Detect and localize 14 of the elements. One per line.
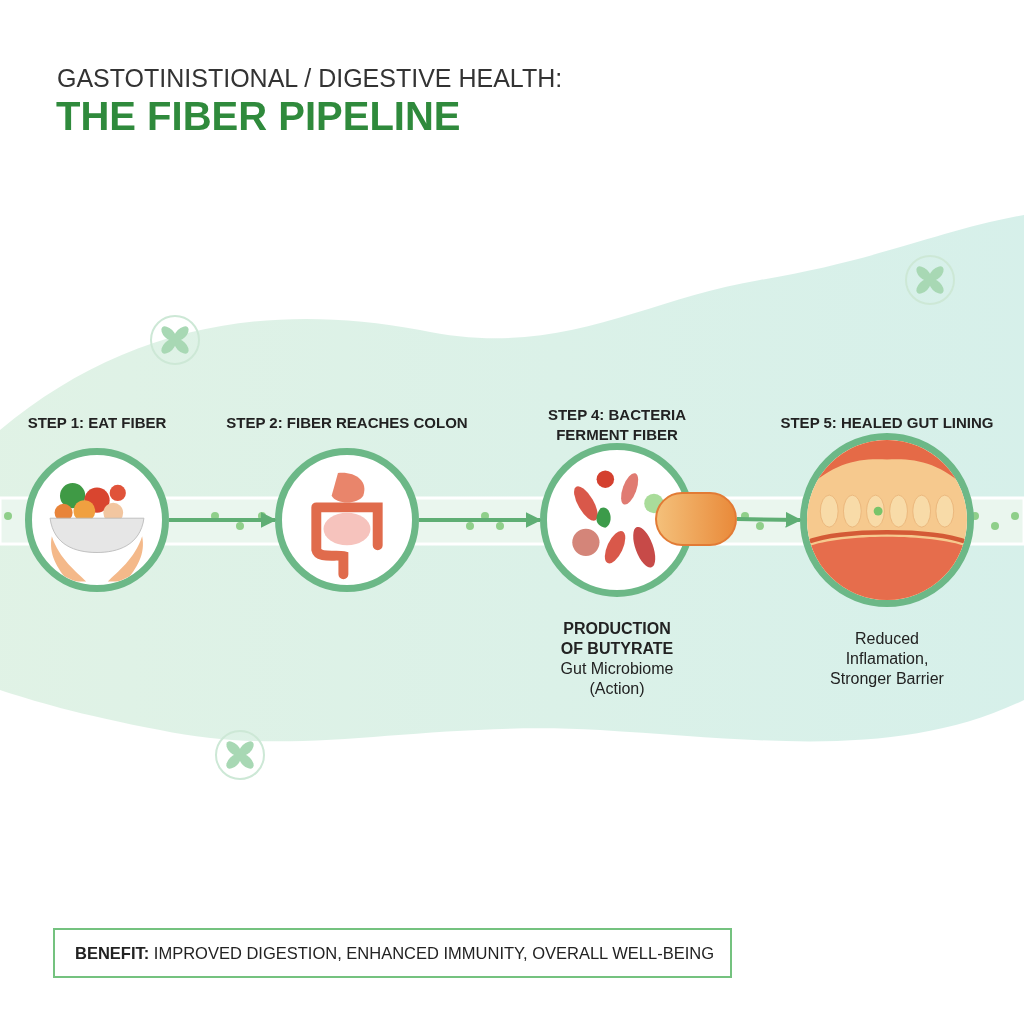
step-heading: STEP 5: HEALED GUT LINING: [779, 413, 995, 433]
title-text: THE FIBER PIPELINE: [56, 94, 461, 139]
benefit-text: BENEFIT: IMPROVED DIGESTION, ENHANCED IMMUNITY, OVERALL WELL-BEING: [75, 943, 714, 963]
step-result-text: Reduced Inflamation, Stronger Barrier: [829, 629, 945, 689]
arrow: [169, 512, 277, 528]
arrow: [419, 512, 542, 528]
step-heading: STEP 2: FIBER REACHES COLON: [225, 413, 469, 433]
step-result-heading: PRODUCTION OF BUTYRATE: [559, 619, 675, 659]
step-heading: STEP 4: BACTERIA FERMENT FIBER: [546, 405, 688, 445]
benefit-banner: [53, 928, 732, 978]
subtitle-text: GASTOTINISTIONAL / DIGESTIVE HEALTH:: [57, 64, 563, 93]
step-result-text: Gut Microbiome (Action): [559, 659, 675, 699]
arrow: [736, 511, 802, 528]
step-heading: STEP 1: EAT FIBER: [26, 413, 168, 433]
